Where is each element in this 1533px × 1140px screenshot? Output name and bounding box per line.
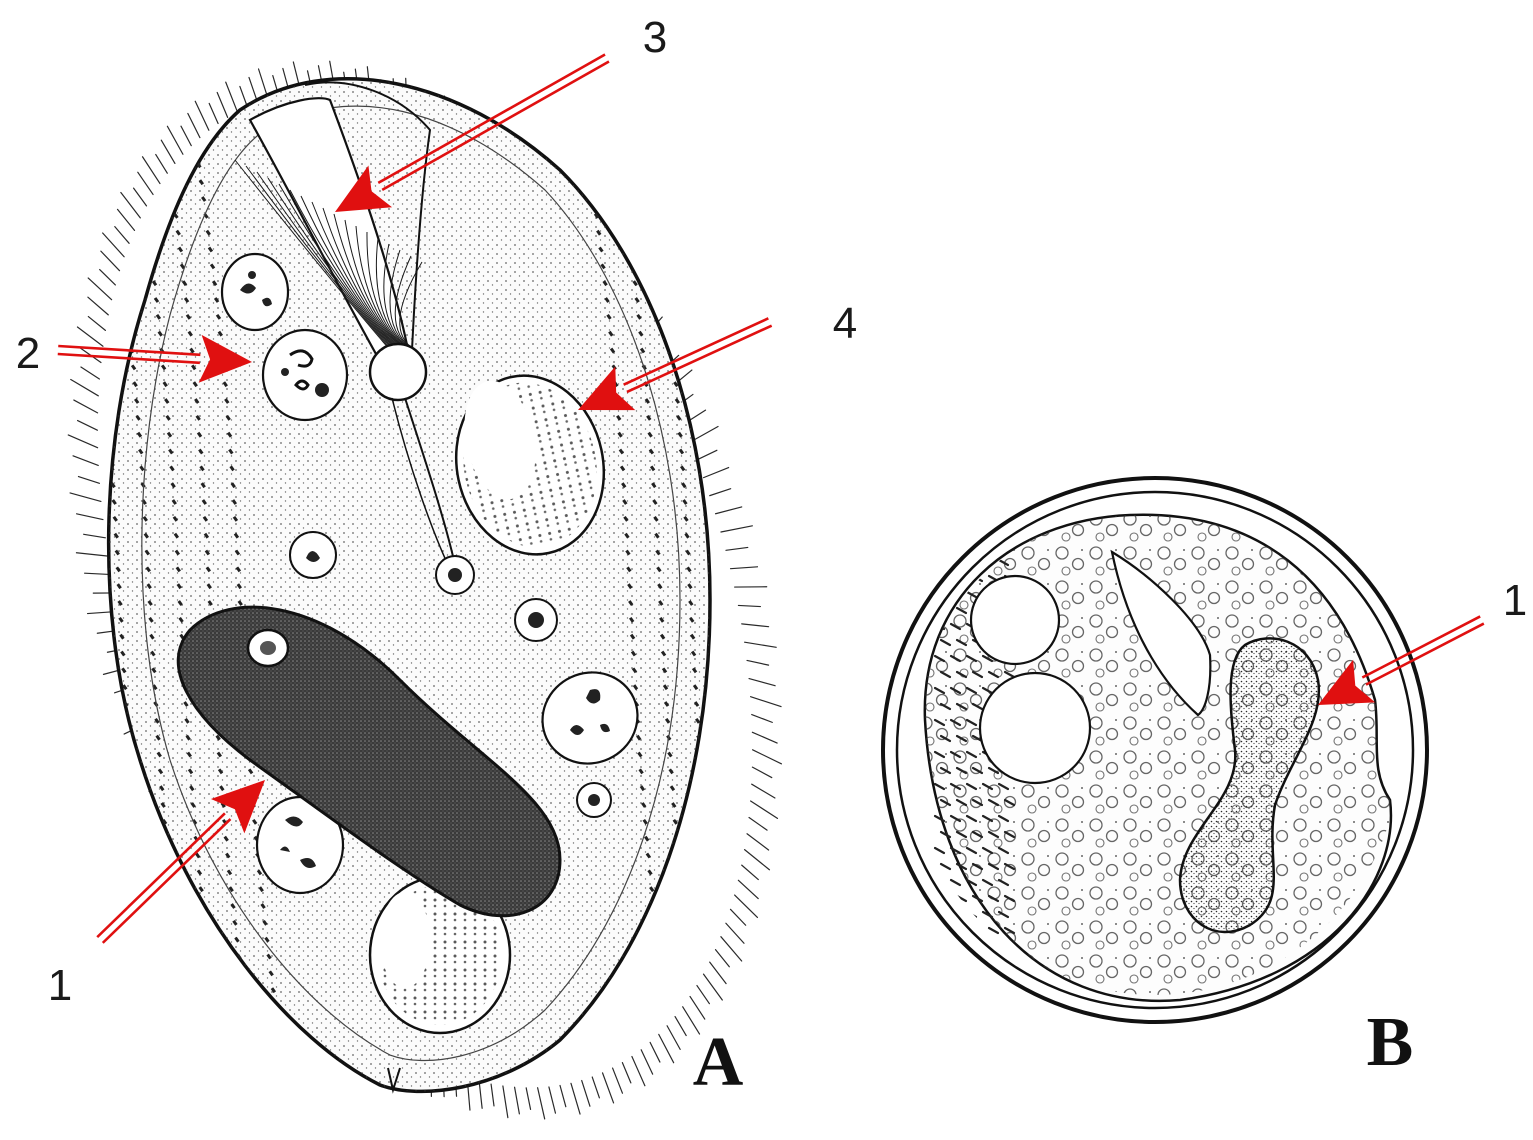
- callout-label-a2: 2: [16, 329, 40, 378]
- cyst: [883, 478, 1427, 1022]
- cyst-vacuole-upper: [971, 576, 1059, 664]
- callout-label-b1: 1: [1503, 576, 1527, 625]
- callout-label-a3: 3: [643, 13, 667, 62]
- callout-label-a1: 1: [48, 961, 72, 1010]
- callout-label-a4: 4: [833, 299, 857, 348]
- food-vacuole-middle: [263, 330, 347, 420]
- cytostome-vacuole: [370, 344, 426, 400]
- panel-label-b: B: [1367, 1004, 1414, 1081]
- food-vacuole-upper: [222, 254, 288, 330]
- paramecium-cell: [4, 60, 859, 1120]
- panel-label-a: A: [693, 1024, 744, 1101]
- cyst-vacuole-lower: [980, 673, 1090, 783]
